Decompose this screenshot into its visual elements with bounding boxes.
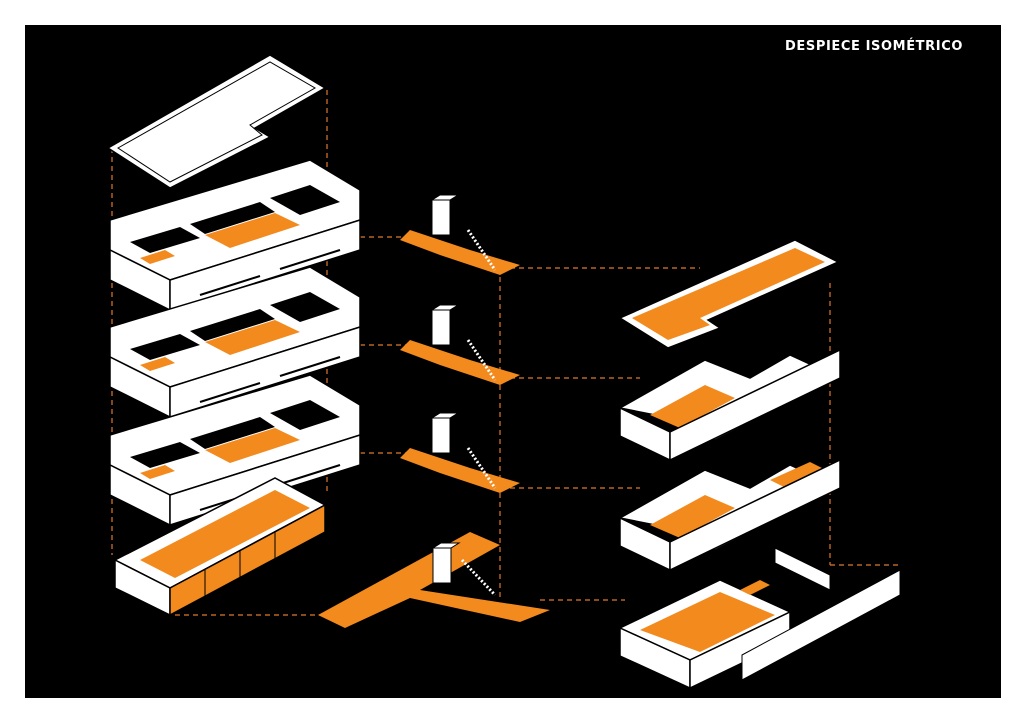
right-floor-1	[617, 458, 842, 572]
ground-floor	[113, 477, 327, 617]
right-floor-2	[617, 348, 842, 462]
core-level-3	[398, 193, 522, 277]
core-level-1	[398, 411, 522, 495]
roof-slab	[106, 54, 327, 189]
core-ground	[318, 532, 550, 628]
right-roof	[618, 239, 840, 349]
drawing-title: DESPIECE ISOMÉTRICO	[784, 39, 963, 54]
core-level-2	[398, 303, 522, 387]
right-ground	[618, 579, 792, 690]
perimeter-wall	[741, 547, 901, 681]
